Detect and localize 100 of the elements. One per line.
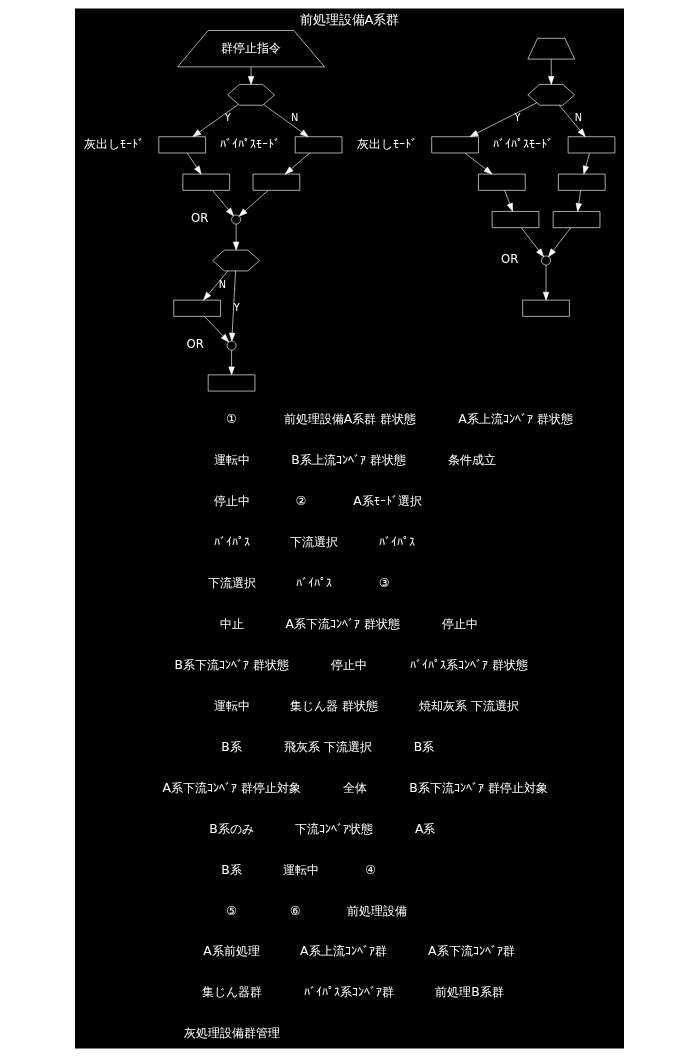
arrow	[229, 270, 236, 342]
node-label: 灰出しﾓｰﾄﾞ	[356, 136, 417, 151]
arrow	[548, 227, 571, 257]
label: ⑤	[226, 903, 238, 918]
label: ﾊﾞｲﾊﾟｽ	[296, 576, 333, 591]
node-label: OR	[191, 211, 209, 226]
arrow	[543, 264, 550, 301]
node-box	[207, 374, 256, 392]
edge-label: N	[290, 112, 299, 124]
arrow	[559, 105, 586, 137]
node-box	[173, 299, 221, 317]
node-box	[491, 211, 540, 228]
node-hexagon	[527, 84, 575, 106]
label: 中止	[219, 617, 244, 632]
arrow	[469, 102, 537, 137]
arrow	[186, 152, 202, 175]
edge-label: Y	[233, 301, 240, 313]
label: 集じん器 群状態	[290, 698, 379, 713]
label: B系上流ｺﾝﾍﾞｱ 群状態	[291, 453, 406, 468]
label: B系のみ	[209, 821, 254, 836]
node-box	[558, 173, 606, 191]
edge-label: N	[218, 279, 227, 291]
label: 灰処理設備群管理	[183, 1026, 280, 1041]
node-hexagon	[227, 84, 275, 106]
label: A系下流ｺﾝﾍﾞｱ 群停止対象	[162, 780, 301, 795]
arrow	[212, 190, 234, 217]
node-box	[294, 136, 343, 154]
node-box	[252, 173, 301, 191]
label: 全体	[343, 780, 368, 795]
label: ②	[295, 494, 307, 509]
node-box	[158, 136, 206, 154]
arrow	[548, 58, 555, 85]
label: ﾊﾞｲﾊﾟｽ	[378, 535, 415, 550]
label: B系	[221, 739, 242, 754]
label: A系ﾓｰﾄﾞ選択	[353, 494, 422, 509]
arrow	[504, 190, 513, 212]
label: ﾊﾞｲﾊﾟｽ系ｺﾝﾍﾞｱ群	[303, 985, 394, 1000]
label: A系上流ｺﾝﾍﾞｱ 群状態	[458, 412, 573, 427]
arrow	[192, 104, 239, 137]
label: B系下流ｺﾝﾍﾞｱ 群状態	[174, 657, 289, 672]
label: 停止中	[213, 494, 250, 509]
arrow	[263, 104, 309, 137]
label: 飛灰系 下流選択	[283, 739, 372, 754]
node-label: ﾊﾞｲﾊﾟｽﾓｰﾄﾞ	[220, 136, 281, 151]
node-label: OR	[186, 337, 204, 352]
label: ﾊﾞｲﾊﾟｽ系ｺﾝﾍﾞｱ 群状態	[409, 657, 528, 672]
node-label: OR	[500, 252, 519, 267]
arrow	[582, 152, 590, 175]
node-box	[478, 173, 526, 191]
arrow	[248, 66, 255, 85]
edge-label: N	[574, 112, 583, 124]
label: 運転中	[283, 862, 320, 877]
node-box	[182, 173, 230, 191]
arrow	[575, 190, 582, 212]
node-circle	[541, 255, 551, 266]
label: A系上流ｺﾝﾍﾞｱ群	[300, 944, 387, 959]
label: 集じん器群	[201, 985, 262, 1000]
node-box	[567, 136, 616, 154]
arrow	[464, 152, 493, 175]
label: 焼却灰系 下流選択	[419, 698, 520, 713]
label: 前処理設備	[347, 903, 408, 918]
label: 条件成立	[447, 453, 496, 468]
label: 停止中	[441, 617, 478, 632]
node-box	[522, 299, 570, 317]
label: 下流選択	[207, 576, 256, 591]
label: 運転中	[213, 698, 250, 713]
node-circle	[226, 340, 237, 351]
arrow	[228, 350, 235, 376]
label: A系	[414, 821, 436, 836]
label: ⑥	[289, 903, 301, 918]
label: B系	[413, 739, 435, 754]
arrow	[285, 152, 310, 175]
label: 停止中	[330, 657, 367, 672]
arrow	[203, 270, 229, 301]
arrow	[233, 223, 240, 251]
arrow	[521, 227, 544, 257]
label: 運転中	[213, 453, 250, 468]
label: ﾊﾞｲﾊﾟｽ	[213, 535, 250, 550]
label: B系	[221, 862, 242, 877]
node-circle	[231, 214, 241, 225]
arrow	[204, 316, 230, 343]
node-label: ﾊﾞｲﾊﾟｽﾓｰﾄﾞ	[493, 136, 554, 151]
label: A系下流ｺﾝﾍﾞｱ群	[428, 944, 515, 959]
label: ①	[226, 412, 238, 427]
label: 下流ｺﾝﾍﾞｱ状態	[294, 821, 373, 836]
label: ④	[365, 862, 377, 877]
label: 前処理B系群	[435, 985, 504, 1000]
node-trapezoid	[527, 37, 575, 60]
diagram-title: 前処理設備A系群	[299, 12, 400, 27]
label: B系下流ｺﾝﾍﾞｱ 群停止対象	[409, 780, 548, 795]
edge-label: Y	[514, 112, 521, 124]
label: A系前処理	[203, 944, 260, 959]
label: ③	[378, 576, 390, 591]
label: 前処理設備A系群 群状態	[283, 412, 416, 427]
label: A系下流ｺﾝﾍﾞｱ 群状態	[285, 617, 400, 632]
label: 下流選択	[290, 535, 339, 550]
edge-label: Y	[224, 112, 231, 124]
node-label: 灰出しﾓｰﾄﾞ	[83, 136, 144, 151]
arrow	[238, 190, 269, 217]
node-box	[431, 136, 479, 154]
